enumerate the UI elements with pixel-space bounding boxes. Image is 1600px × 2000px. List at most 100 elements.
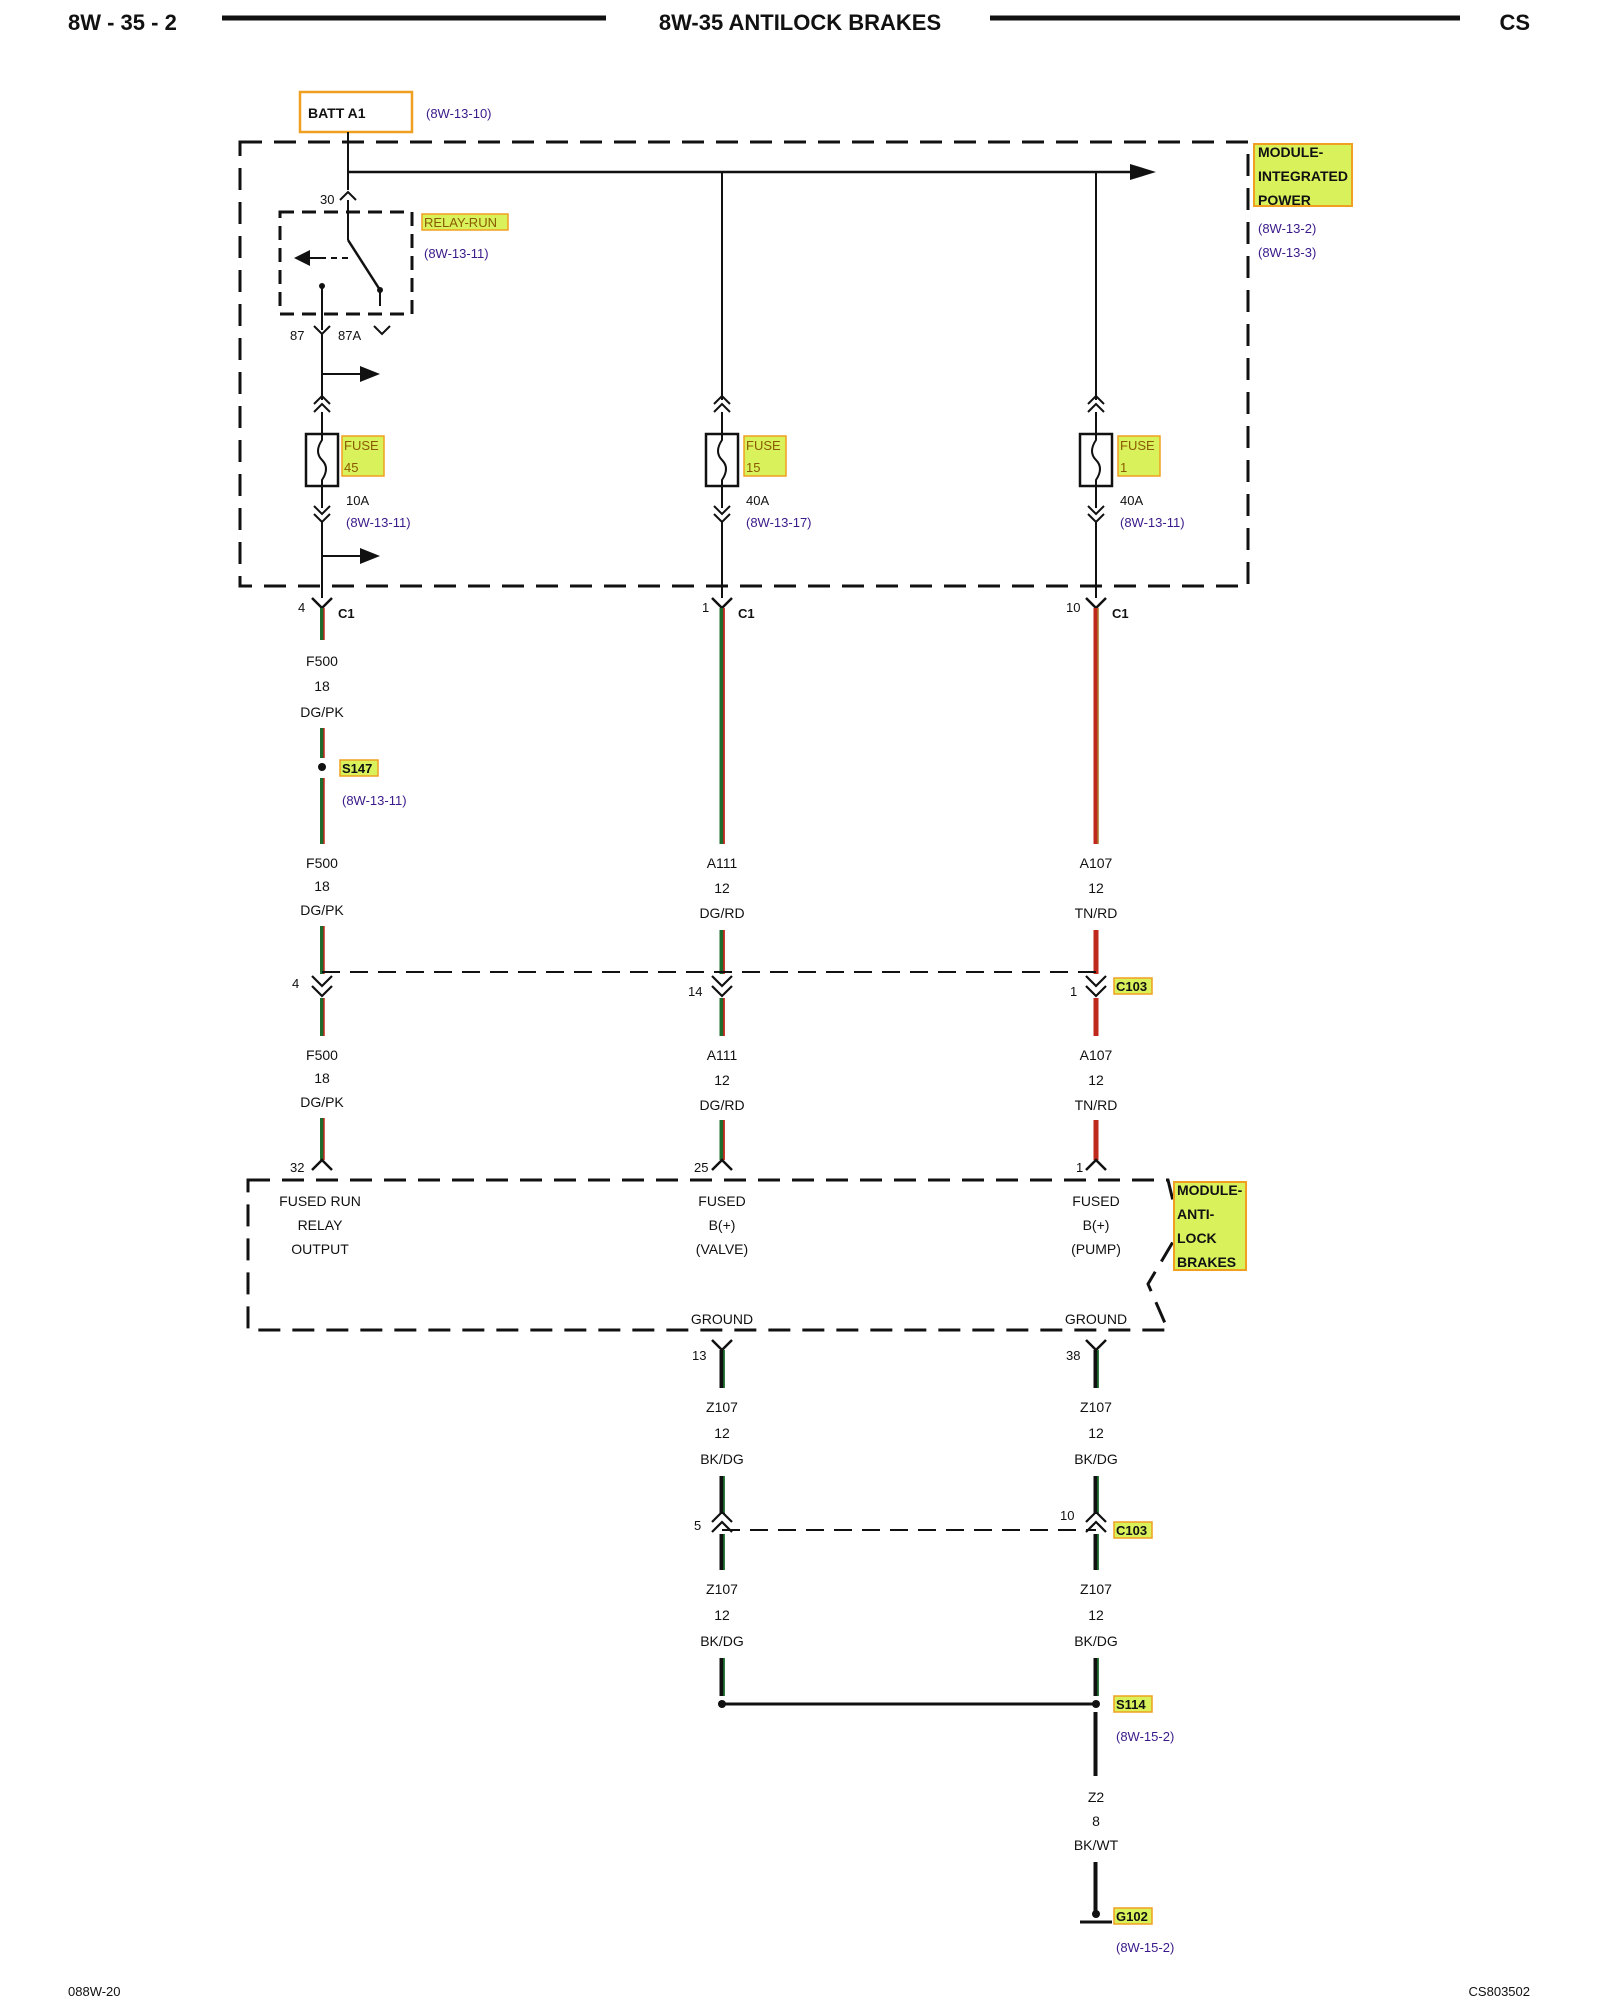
z107-left-color-1: BK/DG	[700, 1451, 744, 1467]
fuse-1-ref[interactable]: (8W-13-11)	[1120, 515, 1185, 530]
abs-pin-25-terminal	[711, 1158, 733, 1171]
s114-ref[interactable]: (8W-15-2)	[1116, 1729, 1174, 1744]
fuse-45-rating: 10A	[346, 493, 369, 508]
g102-name: G102	[1116, 1909, 1148, 1924]
a107-color-2: TN/RD	[1075, 1097, 1118, 1113]
wires-middle: F500 18 DG/PK A111 12 DG/RD A107 12 TN/R…	[300, 998, 1117, 1160]
fuse-15-top-terminal	[713, 394, 731, 413]
fuse-1-bottom-terminal	[1087, 505, 1105, 524]
fuse-15-ref[interactable]: (8W-13-17)	[746, 515, 812, 530]
s114-tag	[1113, 1695, 1153, 1713]
a111-circuit-2: A111	[707, 1047, 738, 1063]
c103-upper-pin-14: 14	[688, 984, 702, 999]
c103-pin-14-terminal	[711, 975, 733, 998]
c1-name-1: C1	[338, 606, 355, 621]
relay-pin-30-terminal	[339, 190, 357, 201]
z107-left-circuit-1: Z107	[706, 1399, 738, 1415]
a107-gauge-1: 12	[1088, 880, 1104, 896]
z107-right-gauge-1: 12	[1088, 1425, 1104, 1441]
c103-upper-pin-4: 4	[292, 976, 299, 991]
fuse-45-element	[317, 412, 327, 508]
z107-right-circuit-1: Z107	[1080, 1399, 1112, 1415]
g102-ground-point	[1092, 1910, 1100, 1918]
abs-pin-25: 25	[694, 1160, 708, 1175]
f500-circuit-3: F500	[306, 1047, 338, 1063]
a111-gauge-1: 12	[714, 880, 730, 896]
c1-pin-10-terminal	[1085, 597, 1107, 610]
ipm-ref-1[interactable]: (8W-13-2)	[1258, 221, 1316, 236]
z107-right-circuit-2: Z107	[1080, 1581, 1112, 1597]
s114-right-dot	[1092, 1700, 1100, 1708]
z107-left-color-2: BK/DG	[700, 1633, 744, 1649]
fuse-1-tag	[1117, 435, 1161, 477]
z2-circuit: Z2	[1088, 1789, 1105, 1805]
c103-pin-1-terminal	[1085, 975, 1107, 998]
abs-ground-pin-38: 38	[1066, 1348, 1080, 1363]
relay-ref[interactable]: (8W-13-11)	[424, 246, 489, 261]
c103-upper-name: C103	[1116, 979, 1147, 994]
f500-circuit-1: F500	[306, 653, 338, 669]
abs-fn-3-line-2: B(+)	[1083, 1217, 1110, 1233]
g102-ref[interactable]: (8W-15-2)	[1116, 1940, 1174, 1955]
abs-ground-pin-13-terminal	[711, 1339, 733, 1352]
ipm-ref-2[interactable]: (8W-13-3)	[1258, 245, 1316, 260]
s147-ref[interactable]: (8W-13-11)	[342, 793, 407, 808]
abs-pin-1-terminal	[1085, 1158, 1107, 1171]
abs-pin-1: 1	[1076, 1160, 1083, 1175]
ipm-name-line-2: INTEGRATED	[1258, 168, 1348, 184]
z2-gauge: 8	[1092, 1813, 1100, 1829]
fuse-15-element	[717, 412, 727, 508]
fuse-1-number: 1	[1120, 460, 1127, 475]
abs-fn-3-line-1: FUSED	[1072, 1193, 1119, 1209]
a107-circuit-1: A107	[1080, 855, 1113, 871]
relay-outline	[278, 210, 414, 316]
abs-ground-label-1: GROUND	[691, 1311, 753, 1327]
z107-right-color-2: BK/DG	[1074, 1633, 1118, 1649]
abs-ground-pin-13: 13	[692, 1348, 706, 1363]
abs-name-box	[1173, 1181, 1247, 1271]
c1-pin-1: 1	[702, 600, 709, 615]
abs-outline	[246, 1178, 1182, 1332]
integrated-power-module: MODULE- INTEGRATED POWER (8W-13-2) (8W-1…	[238, 140, 1353, 598]
relay-pin-30: 30	[320, 192, 334, 207]
abs-ground-label-2: GROUND	[1065, 1311, 1127, 1327]
s147-splice-dot	[318, 763, 326, 771]
abs-name-line-1: MODULE-	[1177, 1182, 1243, 1198]
wires-upper: F500 18 DG/PK S147 (8W-13-11) F500 18 DG…	[300, 608, 1117, 974]
ipm-name-box	[1253, 143, 1353, 207]
batt-a1-ref[interactable]: (8W-13-10)	[426, 106, 492, 121]
fuse-15-number: 15	[746, 460, 760, 475]
f500-color-1: DG/PK	[300, 704, 344, 720]
relay-switch-arm	[346, 239, 382, 291]
s147-name: S147	[342, 761, 372, 776]
batt-a1-box	[298, 90, 414, 134]
ipm-name-line-3: POWER	[1258, 192, 1311, 208]
abs-fn-3-line-3: (PUMP)	[1071, 1241, 1121, 1257]
batt-a1-source: BATT A1 (8W-13-10)	[298, 90, 492, 150]
model-code: CS	[1499, 10, 1530, 35]
s147-tag	[339, 759, 379, 777]
abs-name-line-2: ANTI-	[1177, 1206, 1215, 1222]
fuse-1-top-terminal	[1087, 394, 1105, 413]
c103-pin-10-terminal	[1085, 1510, 1107, 1533]
relay-pin-87a: 87A	[338, 328, 361, 343]
f500-gauge-2: 18	[314, 878, 330, 894]
page-number: 8W - 35 - 2	[68, 10, 177, 35]
abs-fn-2-line-3: (VALVE)	[696, 1241, 748, 1257]
ipm-outline	[238, 140, 1250, 588]
fuse-45-top-terminal	[313, 394, 331, 413]
abs-fn-2-line-1: FUSED	[698, 1193, 745, 1209]
relay-pin-87: 87	[290, 328, 304, 343]
fuse-45-bottom-terminal	[313, 505, 331, 524]
relay-coil-arrow	[294, 250, 310, 266]
fuse-45-label: FUSE	[344, 438, 379, 453]
fuse-45-ref[interactable]: (8W-13-11)	[346, 515, 411, 530]
f500-circuit-2: F500	[306, 855, 338, 871]
z107-left-gauge-1: 12	[714, 1425, 730, 1441]
s114-name: S114	[1116, 1697, 1146, 1712]
c103-pin-5-terminal	[711, 1510, 733, 1533]
abs-fn-2-line-2: B(+)	[709, 1217, 736, 1233]
g102-tag	[1113, 1907, 1153, 1925]
connector-c1: 4 C1 1 C1 10 C1	[298, 597, 1129, 621]
page-header: 8W - 35 - 2 8W-35 ANTILOCK BRAKES CS	[68, 10, 1530, 35]
